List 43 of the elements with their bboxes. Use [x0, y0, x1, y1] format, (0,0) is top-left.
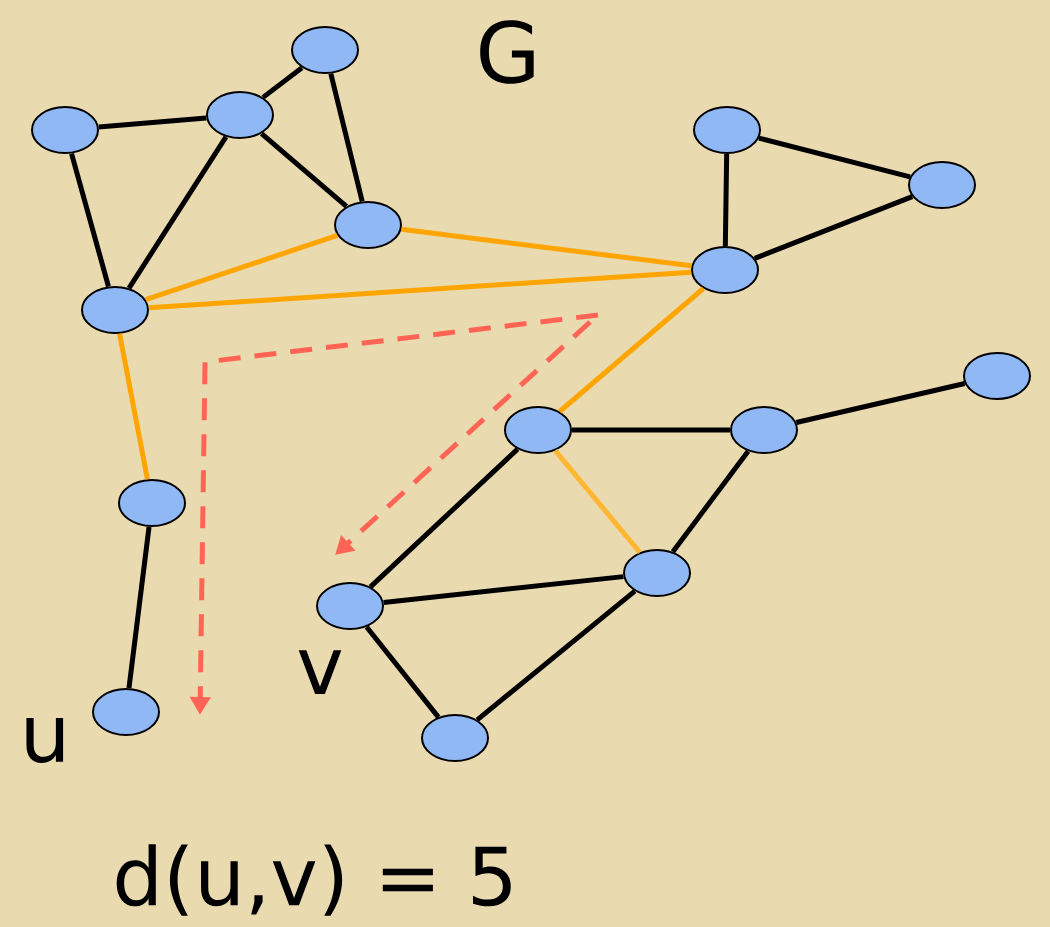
graph-edge: [69, 152, 111, 288]
graph-edge: [722, 153, 730, 247]
graph-vertex: [691, 246, 759, 294]
graph-edge: [126, 135, 229, 290]
graph-title: G: [480, 20, 534, 84]
graph-edge: [572, 427, 730, 433]
graph-vertex: [963, 352, 1031, 400]
graph-edge: [148, 269, 692, 311]
graph-vertex: [334, 201, 402, 249]
graph-edge: [364, 625, 441, 719]
graph-vertex: [31, 106, 99, 154]
graph-edge: [117, 333, 150, 480]
graph-edge: [753, 194, 914, 261]
graph-edge: [558, 286, 705, 414]
graph-vertex: [316, 582, 384, 630]
vertex-label: v: [298, 650, 342, 694]
graph-edge: [98, 115, 207, 130]
graph-vertex: [623, 549, 691, 597]
graph-edge: [475, 589, 637, 722]
graph-vertex: [81, 286, 149, 334]
graph-edge: [261, 65, 304, 100]
graph-edge: [328, 73, 365, 202]
graph-vertex: [118, 479, 186, 527]
graph-vertex: [92, 688, 160, 736]
graph-vertex: [291, 26, 359, 74]
graph-edge: [401, 226, 692, 269]
graph-edge: [670, 449, 751, 554]
graph-vertex: [504, 406, 572, 454]
graph-vertex: [693, 106, 761, 154]
graph-edge: [259, 131, 349, 209]
graph-vertex: [206, 91, 274, 139]
graph-vertex: [908, 161, 976, 209]
graph-vertex: [421, 714, 489, 762]
graph-edge: [368, 447, 520, 589]
graph-edge: [126, 526, 152, 689]
graph-edge: [144, 232, 339, 303]
graph-edge: [758, 135, 911, 180]
graph-vertex: [730, 406, 798, 454]
caption: d(u,v) = 5: [116, 844, 511, 916]
graph-edge: [795, 381, 966, 425]
graph-edge: [383, 574, 624, 605]
vertex-label: u: [26, 717, 64, 763]
graph-edge: [553, 449, 642, 554]
